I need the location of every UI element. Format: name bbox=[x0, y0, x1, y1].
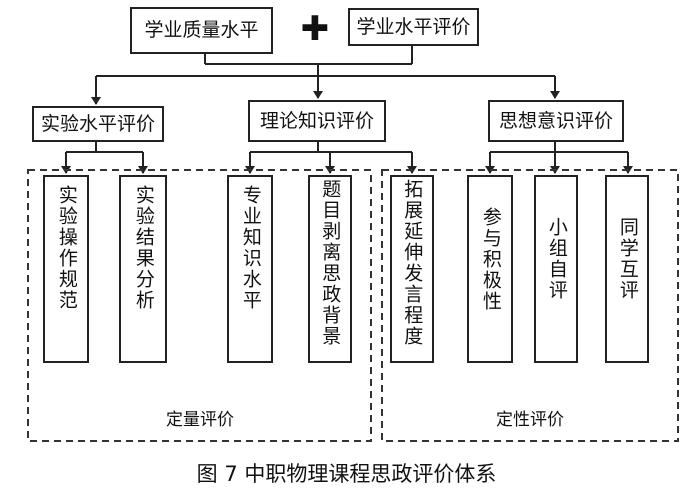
category-theory-node: 理论知识评价 bbox=[248, 100, 386, 142]
category-ideology-label: 思想意识评价 bbox=[498, 109, 613, 132]
leaf-experiment-operation-label: 实验操作规范 bbox=[55, 185, 78, 311]
leaf-participation: 参与积极性 bbox=[467, 175, 513, 363]
leaf-professional-knowledge-label: 专业知识水平 bbox=[239, 185, 262, 311]
leaf-group-self-eval-label: 小组自评 bbox=[545, 217, 568, 301]
leaf-participation-label: 参与积极性 bbox=[479, 207, 502, 312]
leaf-peer-eval-label: 同学互评 bbox=[616, 217, 639, 301]
category-theory-label: 理论知识评价 bbox=[259, 109, 374, 132]
quantitative-group-label: 定量评价 bbox=[166, 410, 234, 430]
quantitative-group-frame bbox=[27, 169, 372, 442]
leaf-experiment-result: 实验结果分析 bbox=[119, 175, 167, 363]
leaf-ideology-background-label: 题目剥离思政背景 bbox=[319, 179, 342, 347]
figure-caption: 图 7 中职物理课程思政评价体系 bbox=[196, 462, 497, 486]
leaf-experiment-operation: 实验操作规范 bbox=[43, 175, 89, 363]
leaf-extension-speech: 拓展延伸发言程度 bbox=[390, 175, 434, 363]
leaf-extension-speech-label: 拓展延伸发言程度 bbox=[401, 179, 424, 347]
leaf-professional-knowledge: 专业知识水平 bbox=[227, 175, 273, 363]
category-ideology-node: 思想意识评价 bbox=[488, 100, 624, 142]
academic-quality-level-node: 学业质量水平 bbox=[130, 7, 273, 54]
category-experiment-label: 实验水平评价 bbox=[40, 112, 155, 135]
academic-quality-level-label: 学业质量水平 bbox=[144, 19, 259, 41]
leaf-ideology-background: 题目剥离思政背景 bbox=[308, 175, 352, 363]
leaf-group-self-eval: 小组自评 bbox=[534, 175, 578, 363]
leaf-experiment-result-label: 实验结果分析 bbox=[132, 185, 155, 311]
plus-icon: ✚ bbox=[300, 9, 330, 49]
leaf-peer-eval: 同学互评 bbox=[605, 175, 649, 363]
qualitative-group-label: 定性评价 bbox=[496, 410, 564, 430]
academic-level-evaluation-label: 学业水平评价 bbox=[356, 15, 471, 38]
category-experiment-node: 实验水平评价 bbox=[32, 106, 164, 142]
academic-level-evaluation-node: 学业水平评价 bbox=[348, 8, 479, 46]
qualitative-group-frame bbox=[381, 169, 679, 442]
